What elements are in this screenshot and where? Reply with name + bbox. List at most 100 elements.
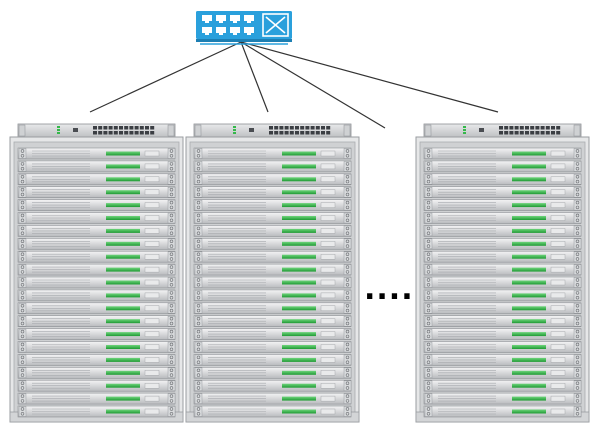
tor-port	[134, 126, 139, 130]
tor-switch-icon	[193, 123, 352, 138]
server-bay	[144, 395, 160, 402]
server-screw	[345, 149, 350, 153]
server-unit	[193, 341, 352, 353]
server-screw	[169, 329, 174, 334]
server-ear	[18, 354, 27, 366]
server-screw	[169, 231, 174, 235]
server-screw	[575, 188, 580, 192]
server-screw	[426, 347, 431, 351]
server-screw	[345, 231, 350, 235]
server-bay	[320, 279, 336, 286]
tor-port	[93, 131, 97, 135]
server-ear	[18, 199, 27, 211]
server-unit	[423, 276, 582, 289]
server-status-led	[106, 228, 140, 233]
server-ear	[167, 393, 176, 404]
server-ear	[18, 380, 27, 391]
switch-port-tab	[247, 21, 251, 23]
server-screw	[196, 329, 201, 334]
server-screw	[426, 360, 431, 364]
server-bay	[550, 163, 566, 170]
server-screw	[196, 355, 201, 360]
server-screw	[196, 283, 201, 287]
server-ear	[343, 303, 352, 314]
server-bay	[144, 228, 160, 234]
server-status-led	[512, 190, 546, 195]
server-unit	[423, 263, 582, 276]
tor-port	[269, 131, 273, 135]
server-status-led	[512, 345, 546, 349]
tor-ear	[573, 124, 581, 137]
switch-port	[216, 27, 226, 33]
server-screw	[426, 179, 431, 184]
tor-port	[556, 126, 561, 130]
server-ear	[167, 148, 176, 159]
server-status-led	[512, 370, 546, 375]
server-ear	[194, 406, 203, 417]
server-screw	[196, 407, 201, 411]
server-status-led	[282, 216, 316, 220]
server-screw	[426, 317, 431, 321]
server-status-led	[282, 383, 316, 388]
switch-port	[202, 15, 212, 21]
server-bay	[550, 357, 566, 363]
server-screw	[196, 226, 201, 231]
server-bay	[550, 344, 566, 350]
more-racks-ellipsis: ....	[364, 272, 414, 307]
server-screw	[20, 368, 25, 372]
server-unit	[423, 160, 582, 173]
server-bay	[550, 215, 566, 221]
server-status-led	[512, 151, 546, 156]
server-screw	[169, 257, 174, 261]
server-unit	[17, 225, 176, 237]
server-screw	[426, 270, 431, 274]
server-screw	[345, 360, 350, 364]
server-bay	[320, 228, 336, 234]
server-screw	[575, 154, 580, 158]
server-screw	[345, 373, 350, 377]
server-ear	[167, 251, 176, 262]
tor-port	[519, 131, 524, 135]
server-unit	[193, 379, 352, 392]
server-bay	[144, 215, 160, 221]
server-unit	[193, 263, 352, 276]
server-screw	[196, 252, 201, 256]
server-screw	[169, 386, 174, 390]
server-ear	[343, 277, 352, 288]
server-screw	[575, 239, 580, 244]
server-status-led	[106, 345, 140, 349]
server-ear	[424, 148, 433, 159]
server-unit	[423, 354, 582, 366]
server-bay	[144, 370, 160, 376]
server-screw	[345, 154, 350, 158]
server-status-led	[282, 241, 316, 246]
server-bay	[320, 395, 336, 402]
server-unit	[193, 250, 352, 263]
server-ear	[424, 380, 433, 391]
server-screw	[575, 179, 580, 184]
server-screw	[20, 213, 25, 218]
server-ear	[18, 290, 27, 301]
switch-port	[230, 27, 240, 33]
server-status-led	[512, 241, 546, 246]
server-screw	[20, 329, 25, 334]
server-screw	[169, 304, 174, 308]
server-screw	[575, 270, 580, 274]
switch-base	[196, 39, 292, 42]
server-status-led	[106, 332, 140, 337]
server-ear	[573, 380, 582, 391]
server-screw	[169, 252, 174, 256]
server-ear	[194, 174, 203, 185]
server-screw	[426, 200, 431, 205]
server-ear	[424, 251, 433, 262]
server-ear	[167, 199, 176, 211]
server-unit	[17, 302, 176, 315]
server-bay	[144, 344, 160, 350]
server-screw	[196, 373, 201, 377]
server-status-led	[512, 319, 546, 324]
server-unit	[193, 392, 352, 405]
server-ear	[194, 341, 203, 353]
server-screw	[196, 149, 201, 153]
server-screw	[196, 205, 201, 210]
server-screw	[345, 291, 350, 295]
